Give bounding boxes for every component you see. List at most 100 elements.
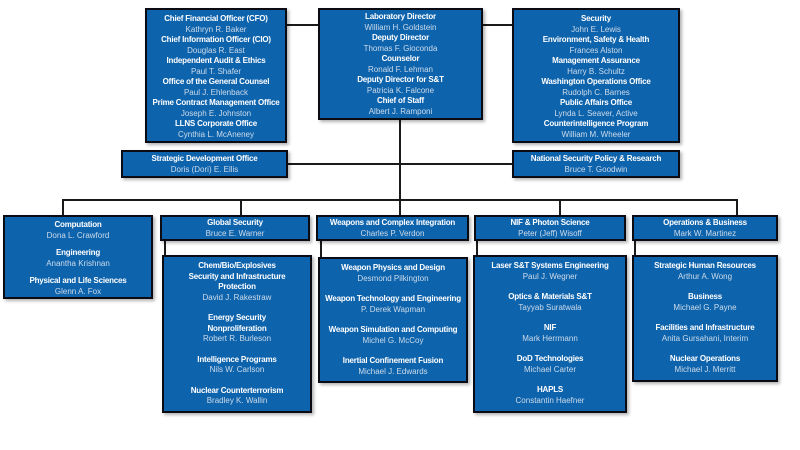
org-box-executive-offices-left: Chief Financial Officer (CFO) Kathryn R.… bbox=[145, 8, 287, 143]
org-entry-name: William M. Wheeler bbox=[561, 129, 631, 139]
org-entry-title: Nuclear Operations bbox=[669, 354, 741, 363]
org-entry-title: Counselor bbox=[381, 54, 420, 63]
org-entry-title: Public Affairs Office bbox=[560, 98, 632, 107]
org-entry: Global Security Bruce E. Warner bbox=[162, 218, 308, 239]
org-entry-name: Desmond Pilkington bbox=[357, 273, 429, 283]
org-entry: HAPLS Constantin Haefner bbox=[477, 385, 623, 406]
org-box-computation: Computation Dona L. Crawford Engineering… bbox=[3, 215, 153, 299]
org-entry-name: Bruce T. Goodwin bbox=[564, 164, 628, 174]
org-entry-name: Cynthia L. McAneney bbox=[177, 129, 255, 139]
org-entry-title: Counterintelligence Program bbox=[543, 119, 649, 128]
connector-global-security-sub bbox=[164, 240, 166, 256]
org-entry: Counterintelligence Program William M. W… bbox=[514, 119, 678, 140]
connector-drop-operations bbox=[736, 199, 738, 216]
org-entry-title: Weapon Simulation and Computing bbox=[328, 325, 458, 334]
org-entry: Chief Financial Officer (CFO) Kathryn R.… bbox=[147, 14, 285, 35]
org-entry-title: Office of the General Counsel bbox=[162, 77, 270, 86]
org-entry-name: Anita Gursahani, Interim bbox=[661, 333, 749, 343]
org-entry: Nuclear Counterterrorism Bradley K. Wall… bbox=[166, 386, 308, 407]
org-entry-name: Doris (Dori) E. Ellis bbox=[170, 164, 239, 174]
org-entry: Laboratory Director William H. Goldstein bbox=[320, 12, 481, 33]
org-entry-title: Inertial Confinement Fusion bbox=[342, 356, 444, 365]
org-entry-name: Peter (Jeff) Wisoff bbox=[518, 228, 582, 238]
org-entry-name: Ronald F. Lehman bbox=[368, 64, 433, 74]
org-entry: Laser S&T Systems Engineering Paul J. We… bbox=[477, 261, 623, 282]
org-entry-title: Strategic Human Resources bbox=[654, 261, 756, 270]
org-box-operations-programs: Strategic Human Resources Arthur A. Wong… bbox=[632, 255, 778, 382]
org-entry-name: P. Derek Wapman bbox=[360, 304, 426, 314]
org-entry: Public Affairs Office Lynda L. Seaver, A… bbox=[514, 98, 678, 119]
org-entry: Environment, Safety & Health Frances Als… bbox=[514, 35, 678, 56]
connector-drop-weapons bbox=[399, 199, 401, 216]
org-entry: Weapon Physics and Design Desmond Pilkin… bbox=[322, 263, 464, 284]
org-entry-title: Facilities and Infrastructure bbox=[655, 323, 755, 332]
org-entry: Operations & Business Mark W. Martinez bbox=[634, 218, 776, 239]
org-entry: Washington Operations Office Rudolph C. … bbox=[514, 77, 678, 98]
org-entry-name: Dona L. Crawford bbox=[46, 230, 110, 240]
org-entry: Facilities and Infrastructure Anita Gurs… bbox=[636, 323, 774, 344]
org-entry: NIF Mark Herrmann bbox=[477, 323, 623, 344]
org-entry-title: Intelligence Programs bbox=[197, 354, 277, 364]
org-entry-name: Michael Carter bbox=[523, 364, 576, 374]
connector-drop-nif bbox=[559, 199, 561, 216]
connector-drop-computation bbox=[62, 199, 64, 216]
org-entry: National Security Policy & Research Bruc… bbox=[514, 154, 678, 175]
org-entry-name: Arthur A. Wong bbox=[677, 271, 733, 281]
org-entry-title: Physical and Life Sciences bbox=[29, 276, 127, 285]
org-entry-name: Mark W. Martinez bbox=[673, 228, 737, 238]
org-entry-title: Security bbox=[581, 14, 611, 23]
org-entry-name: Bradley K. Wallin bbox=[206, 396, 268, 405]
org-entry-name: Frances Alston bbox=[569, 45, 623, 55]
connector-director-vertical bbox=[399, 120, 401, 200]
org-entry-title: Engineering bbox=[55, 248, 101, 257]
org-box-national-security-policy-research: National Security Policy & Research Bruc… bbox=[512, 150, 680, 178]
org-entry: Business Michael G. Payne bbox=[636, 292, 774, 313]
org-entry-name: Lynda L. Seaver, Active bbox=[554, 108, 638, 118]
connector-operations-sub bbox=[634, 240, 636, 256]
org-entry: Strategic Human Resources Arthur A. Wong bbox=[636, 261, 774, 282]
org-entry-title: Global Security bbox=[207, 218, 263, 227]
org-entry-name: Rudolph C. Barnes bbox=[562, 87, 630, 97]
org-entry-name: Paul J. Wegner bbox=[522, 271, 578, 281]
org-entry-name: David J. Rakestraw bbox=[202, 292, 272, 302]
org-entry-title: DoD Technologies bbox=[516, 354, 584, 363]
org-entry: Weapons and Complex Integration Charles … bbox=[318, 218, 467, 239]
org-box-laboratory-director: Laboratory Director William H. Goldstein… bbox=[318, 8, 483, 120]
org-box-nif-photon-science: NIF & Photon Science Peter (Jeff) Wisoff bbox=[474, 215, 626, 241]
org-entry-title: Operations & Business bbox=[663, 218, 747, 227]
org-entry-title: Deputy Director for S&T bbox=[357, 75, 444, 84]
org-entry: Strategic Development Office Doris (Dori… bbox=[123, 154, 286, 175]
org-entry-name: Constantin Haefner bbox=[515, 395, 585, 405]
org-entry-title: NIF bbox=[543, 323, 557, 332]
org-entry-title: Computation bbox=[54, 220, 102, 229]
org-entry: NIF & Photon Science Peter (Jeff) Wisoff bbox=[476, 218, 624, 239]
org-entry: Nuclear Operations Michael J. Merritt bbox=[636, 354, 774, 375]
org-entry-name: Anantha Krishnan bbox=[46, 258, 110, 268]
connector-weapons-sub bbox=[320, 240, 322, 258]
org-entry: Energy Security Nonproliferation Robert … bbox=[166, 313, 308, 345]
org-entry-name: Tayyab Suratwala bbox=[518, 302, 582, 312]
org-box-global-security: Global Security Bruce E. Warner bbox=[160, 215, 310, 241]
org-entry-title: Management Assurance bbox=[552, 56, 640, 65]
org-entry-title: Energy Security Nonproliferation bbox=[207, 313, 267, 333]
org-entry: Weapon Technology and Engineering P. Der… bbox=[322, 294, 464, 315]
connector-nif-sub bbox=[476, 240, 478, 256]
org-entry: DoD Technologies Michael Carter bbox=[477, 354, 623, 375]
connector-execleft-director bbox=[287, 24, 318, 26]
org-entry-name: Paul T. Shafer bbox=[190, 66, 242, 76]
org-entry-name: Glenn A. Fox bbox=[54, 286, 102, 296]
org-entry-name: Paul J. Ehlenback bbox=[183, 87, 249, 97]
org-entry-title: Weapon Technology and Engineering bbox=[325, 294, 461, 303]
org-box-weapons-complex-integration: Weapons and Complex Integration Charles … bbox=[316, 215, 469, 241]
org-entry: Independent Audit & Ethics Paul T. Shafe… bbox=[147, 56, 285, 77]
org-entry-name: Joseph E. Johnston bbox=[180, 108, 252, 118]
org-entry: Chief of Staff Albert J. Ramponi bbox=[320, 96, 481, 117]
org-entry-title: HAPLS bbox=[536, 385, 564, 394]
org-box-executive-offices-right: Security John E. Lewis Environment, Safe… bbox=[512, 8, 680, 143]
org-entry-title: Environment, Safety & Health bbox=[542, 35, 650, 44]
org-entry: Physical and Life Sciences Glenn A. Fox bbox=[7, 276, 149, 297]
org-entry: Engineering Anantha Krishnan bbox=[7, 248, 149, 269]
org-entry: LLNS Corporate Office Cynthia L. McAnene… bbox=[147, 119, 285, 140]
org-entry-name: Bruce E. Warner bbox=[205, 228, 265, 238]
